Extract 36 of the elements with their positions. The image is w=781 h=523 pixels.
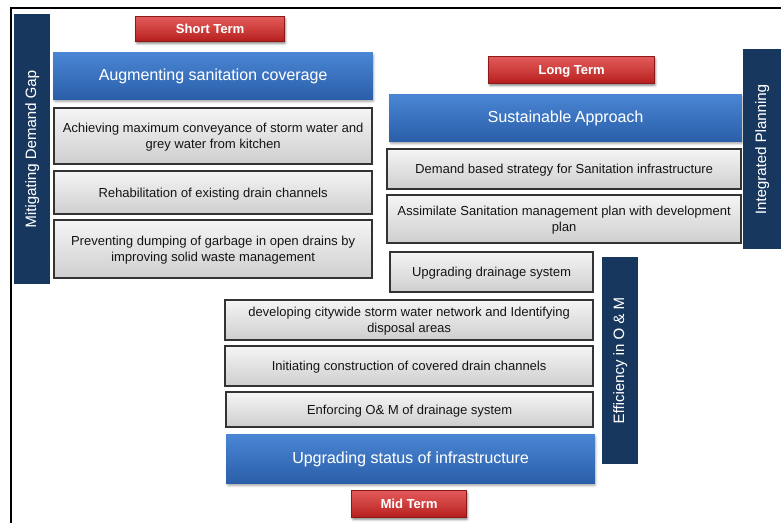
- box-text: Rehabilitation of existing drain channels: [98, 184, 328, 200]
- side-band: [743, 49, 781, 249]
- box-text: Short Term: [176, 20, 244, 38]
- action-box: [386, 194, 742, 244]
- box-text: Assimilate Sanitation management plan with development plan: [396, 203, 732, 235]
- heading-bar: [226, 434, 595, 484]
- action-box: [389, 251, 594, 293]
- box-text: Enforcing O& M of drainage system: [306, 402, 512, 418]
- heading-bar: [53, 52, 373, 100]
- box-text: Mid Term: [380, 496, 438, 512]
- heading-bar: [389, 94, 742, 142]
- box-text: Mitigating Demand Gap: [22, 70, 41, 228]
- term-banner: [135, 16, 285, 42]
- action-box: [53, 170, 373, 215]
- box-text: Initiating construction of covered drain channels: [272, 358, 546, 374]
- box-text: Achieving maximum conveyance of storm water and grey water from kitchen: [62, 120, 364, 152]
- box-text: Efficiency in O & M: [610, 297, 629, 424]
- action-box: [53, 107, 373, 165]
- box-text: Demand based strategy for Sanitation infrastructure: [415, 161, 713, 177]
- side-band: [602, 257, 638, 464]
- action-box: [386, 148, 742, 190]
- box-text: Long Term: [538, 62, 605, 78]
- action-box: [224, 299, 594, 341]
- box-text: Upgrading drainage system: [412, 264, 571, 280]
- action-box: [224, 345, 594, 387]
- side-band: [14, 14, 50, 284]
- box-text: Integrated Planning: [752, 84, 771, 214]
- term-banner: [488, 56, 655, 84]
- box-text: Augmenting sanitation coverage: [98, 66, 328, 86]
- box-text: developing citywide storm water network and Identifying disposal areas: [247, 304, 571, 336]
- box-text: Preventing dumping of garbage in open drains by improving solid waste management: [70, 233, 356, 265]
- action-box: [53, 219, 373, 279]
- term-banner: [351, 490, 467, 518]
- box-text: Upgrading status of infrastructure: [292, 449, 529, 469]
- box-text: Sustainable Approach: [488, 108, 644, 128]
- action-box: [225, 391, 594, 428]
